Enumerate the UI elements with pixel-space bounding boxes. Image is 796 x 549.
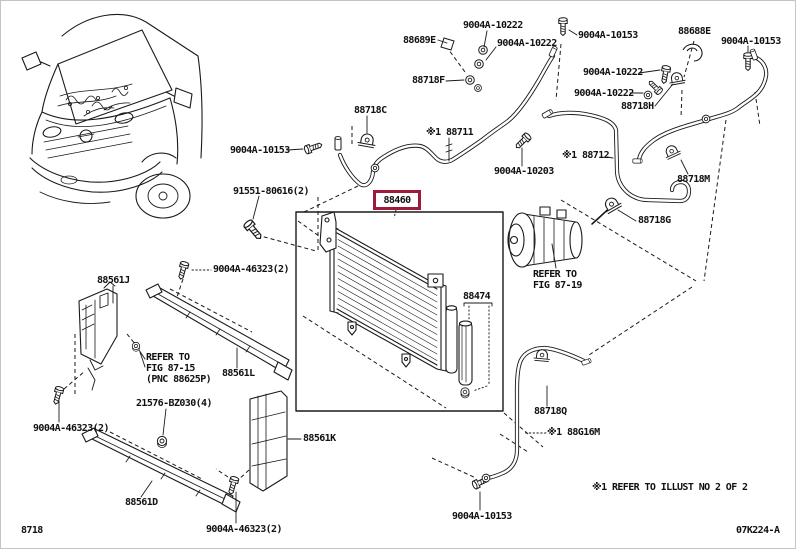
part-label-9004a-46323-2: 9004A-46323(2) — [33, 423, 109, 434]
part-label-88561d: 88561D — [125, 497, 158, 508]
grommet-88474 — [460, 387, 470, 399]
clamp-88718h — [667, 70, 687, 86]
part-label-88718h: 88718H — [621, 101, 654, 112]
union-hose-joint — [701, 114, 711, 124]
connector-hose-end — [632, 158, 643, 164]
part-label-9004a-10153-3: 9004A-10153 — [230, 145, 290, 156]
condenser-detail-box — [295, 211, 504, 412]
part-label-88561l: 88561L — [222, 368, 255, 379]
footnote-text: ※1 REFER TO ILLUST NO 2 OF 2 — [592, 482, 748, 493]
part-label-21576-bz030: 21576-BZ030(4) — [136, 398, 212, 409]
bolt-9004a-10222-3 — [659, 64, 672, 85]
drawing-code: 07K224-A — [736, 525, 780, 536]
part-label-88718q: 88718Q — [534, 406, 567, 417]
clamp-88718m — [661, 142, 682, 161]
pipe-88688e — [682, 43, 703, 62]
condenser-fins — [337, 239, 438, 361]
part-label-88688e: 88688E — [678, 26, 711, 37]
vehicle-illustration — [21, 13, 203, 219]
bolt-9004a-46323-mid — [175, 260, 190, 281]
part-label-88718c: 88718C — [354, 105, 387, 116]
part-label-88718m: 88718M — [677, 174, 710, 185]
part-label-9004a-10222-1: 9004A-10222 — [463, 20, 523, 31]
bolt-9004a-10153-left — [303, 140, 324, 155]
union-fitting-1 — [478, 45, 488, 55]
part-label-9004a-10153-1: 9004A-10153 — [578, 30, 638, 41]
drier-88474 — [458, 320, 473, 386]
highlighted-part-number: 88460 — [383, 194, 411, 206]
union-fitting-88718f — [465, 75, 475, 85]
part-label-88474: 88474 — [463, 291, 491, 302]
tube-88711 — [337, 53, 556, 188]
union-fitting-88718f-2 — [474, 84, 482, 92]
union-tube-88711 — [370, 163, 380, 173]
bracket-88561j — [78, 281, 118, 391]
union-tube-88g16m — [481, 473, 491, 483]
part-label-91551-80616: 91551-80616(2) — [233, 186, 309, 197]
part-label-9004a-46323-3: 9004A-46323(2) — [206, 524, 282, 535]
figure-code: 8718 — [21, 525, 43, 536]
part-label-88561j: 88561J — [97, 275, 130, 286]
fasteners — [50, 17, 759, 496]
union-fitting-10222 — [643, 90, 653, 100]
bolt-9004a-46323-bl — [50, 385, 65, 406]
rail-88561l — [145, 283, 293, 381]
dashed-assembly-lines — [63, 40, 761, 481]
tube-88g16m — [483, 345, 587, 481]
part-label-9004a-46323-1: 9004A-46323(2) — [213, 264, 289, 275]
part-label-88718f: 88718F — [412, 75, 445, 86]
plate-88561k — [249, 390, 288, 492]
part-label-9004a-10203: 9004A-10203 — [494, 166, 554, 177]
bolt-9004a-10153-top — [558, 17, 568, 36]
union-fitting-2 — [474, 59, 484, 69]
connector-88711-end — [334, 136, 342, 151]
bolt-91551-80616 — [242, 218, 265, 243]
clamp-88718c — [356, 131, 378, 149]
bolt-9004a-10203 — [512, 131, 533, 152]
ref-label-fig-87-19: REFER TO FIG 87-19 — [533, 269, 582, 291]
part-label-88561k: 88561K — [303, 433, 336, 444]
part-label-9004a-10153-4: 9004A-10153 — [452, 511, 512, 522]
part-label-88712: ※1 88712 — [562, 150, 610, 161]
part-label-88711: ※1 88711 — [426, 127, 474, 138]
compressor — [507, 205, 613, 268]
part-label-9004a-10222-4: 9004A-10222 — [574, 88, 634, 99]
part-label-9004a-10153-2: 9004A-10153 — [721, 36, 781, 47]
bolt-9004a-46323-bm — [225, 475, 240, 496]
part-label-88g16m: ※1 88G16M — [547, 427, 600, 438]
highlight-box[interactable]: 88460 — [373, 190, 421, 210]
condenser-assembly — [295, 211, 504, 412]
part-label-9004a-10222-2: 9004A-10222 — [497, 38, 557, 49]
bolt-9004a-10153-right — [743, 52, 753, 71]
part-label-88689e: 88689E — [403, 35, 436, 46]
part-label-88718g: 88718G — [638, 215, 671, 226]
bracket-88689e — [440, 37, 455, 51]
hose-right — [636, 54, 769, 163]
ref-label-fig-87-15: REFER TO FIG 87-15 (PNC 88625P) — [146, 352, 212, 385]
grommet-21576 — [156, 435, 168, 449]
tube-88712 — [546, 110, 692, 204]
part-label-9004a-10222-3: 9004A-10222 — [583, 67, 643, 78]
leader-lines — [58, 29, 749, 524]
